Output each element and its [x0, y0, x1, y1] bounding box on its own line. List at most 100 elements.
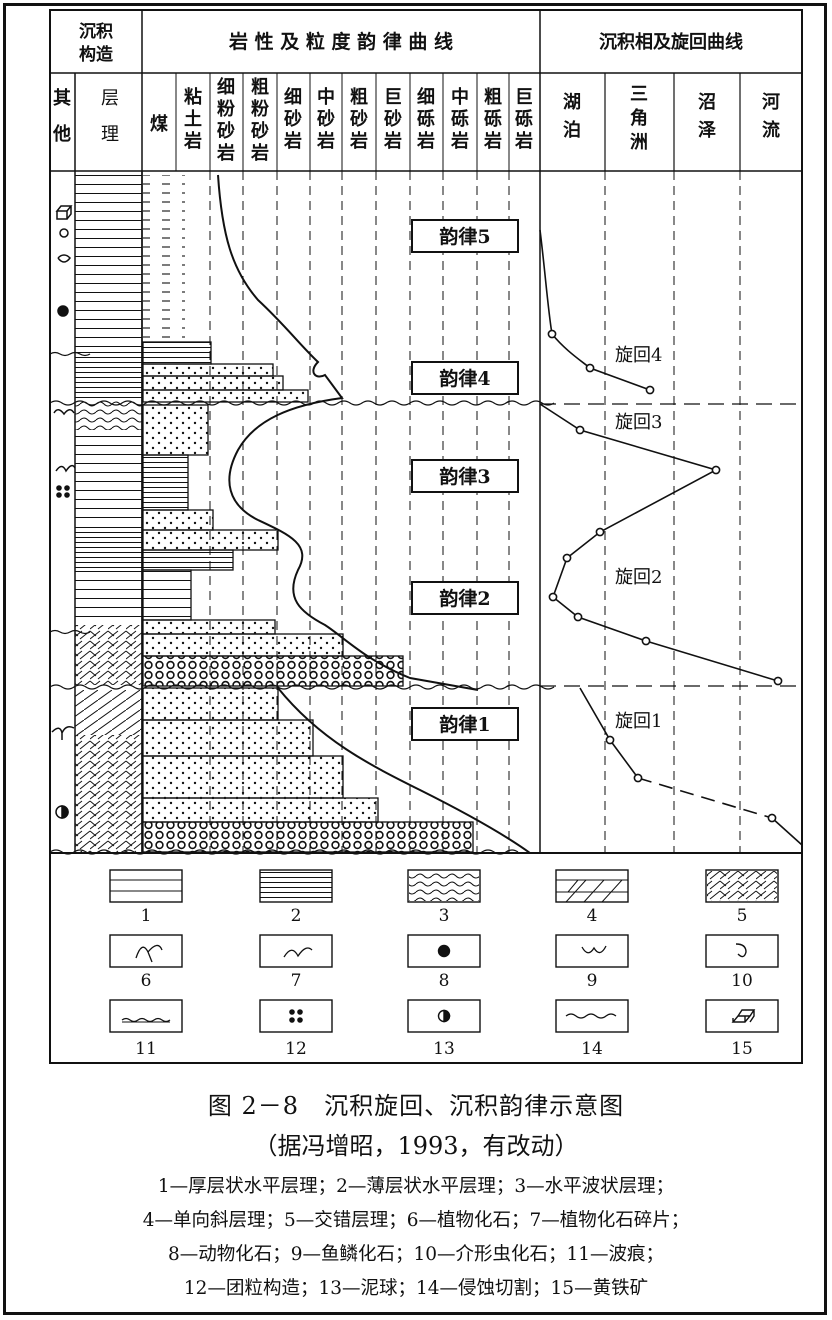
legend-description-4: 12—团粒构造；13—泥球；14—侵蚀切割；15—黄铁矿 — [183, 1278, 649, 1299]
legend-number-13: 13 — [433, 1039, 455, 1059]
plant-fossil-icon — [51, 726, 75, 740]
bedding-label-1: 层 — [101, 88, 119, 109]
legend-number-2: 2 — [291, 906, 302, 926]
lithology-title: 岩 性 及 粒 度 韵 律 曲 线 — [228, 30, 453, 53]
rock-header-2-char-3: 岩 — [183, 130, 202, 152]
facies-header-2-char-3: 洲 — [630, 132, 648, 153]
rock-header-10-char-3: 岩 — [450, 130, 469, 152]
facies-header-3-char-1: 沼 — [698, 91, 716, 113]
rock-header-10-char-1: 中 — [451, 86, 469, 108]
facies-header-2-char-2: 角 — [630, 107, 648, 129]
rock-header-10-char-2: 砾 — [451, 109, 469, 130]
legend-description-3: 8—动物化石；9—鱼鳞化石；10—介形虫化石；11—波痕； — [167, 1244, 665, 1265]
legend-number-5: 5 — [737, 906, 748, 926]
legend-number-8: 8 — [439, 971, 450, 991]
legend-swatch-11 — [109, 999, 183, 1033]
rock-header-9-char-3: 岩 — [416, 130, 435, 152]
rock-header-7-char-1: 粗 — [350, 86, 368, 108]
legend-number-7: 7 — [291, 971, 302, 991]
figure-title: 图 2－8 沉积旋回、沉积韵律示意图 — [207, 1092, 625, 1120]
rock-header-11-char-1: 粗 — [484, 86, 502, 108]
rhythm-2: 韵律2 — [411, 581, 519, 615]
structure-title-line2: 构造 — [79, 44, 114, 65]
cycle-curve — [539, 229, 803, 846]
legend-number-9: 9 — [587, 971, 598, 991]
legend-swatch-6 — [109, 934, 183, 968]
animal-fossil-icon — [57, 305, 69, 317]
rock-header-7-char-3: 岩 — [349, 130, 368, 152]
ostracod-icon — [59, 228, 69, 238]
cycle-boundaries — [540, 403, 802, 687]
rhythm-labels: 韵律5 韵律4 韵律3 韵律2 韵律1 — [411, 219, 519, 741]
rock-header-6-char-1: 中 — [317, 86, 335, 108]
rock-header-3-char-1: 细 — [217, 76, 235, 98]
legend-swatch-1 — [109, 869, 183, 903]
cycle-points — [547, 329, 783, 823]
facies-header-4-char-1: 河 — [762, 92, 780, 113]
bedding-label-2: 理 — [101, 124, 119, 145]
legend-swatch-9 — [555, 934, 629, 968]
svg-text:韵律1: 韵律1 — [439, 713, 490, 736]
legend-number-4: 4 — [587, 906, 598, 926]
rock-header-6-char-2: 砂 — [317, 108, 335, 130]
legend-description-2: 4—单向斜层理；5—交错层理；6—植物化石；7—植物化石碎片； — [142, 1210, 690, 1231]
rhythm-5: 韵律5 — [411, 219, 519, 253]
rock-header-5-char-1: 细 — [284, 86, 302, 108]
rock-header-11-char-3: 岩 — [483, 130, 502, 152]
facies-header-4-char-2: 流 — [762, 119, 780, 141]
legend-description-1: 1—厚层状水平层理；2—薄层状水平层理；3—水平波状层理； — [157, 1176, 675, 1197]
legend-number-1: 1 — [141, 906, 152, 926]
figure-source: （据冯增昭，1993，有改动） — [253, 1132, 579, 1160]
legend-number-10: 10 — [731, 971, 753, 991]
legend-number-14: 14 — [581, 1039, 603, 1059]
facies-header-2-char-1: 三 — [630, 84, 648, 105]
facies-title: 沉积相及旋回曲线 — [599, 31, 743, 53]
rock-header-12-char-3: 岩 — [514, 130, 533, 152]
mud-ball-icon — [55, 805, 69, 819]
legend-swatch-5 — [705, 869, 779, 903]
rock-header-3-char-4: 岩 — [216, 142, 235, 164]
legend-swatch-14 — [555, 999, 629, 1033]
rock-header-5-char-2: 砂 — [284, 108, 302, 130]
grain-size-curve — [217, 174, 531, 854]
rhythm-3: 韵律3 — [411, 459, 519, 493]
facies-header-3-char-2: 泽 — [698, 120, 716, 141]
ostracod-icon-2 — [57, 254, 71, 263]
svg-text:韵律3: 韵律3 — [439, 465, 490, 488]
rock-header-2-char-2: 土 — [184, 109, 202, 130]
legend-swatch-13 — [407, 999, 481, 1033]
legend-swatch-7 — [259, 934, 333, 968]
pellet-icon — [56, 485, 70, 498]
legend-swatch-10 — [705, 934, 779, 968]
column-guide-lines — [209, 171, 741, 853]
svg-text:韵律5: 韵律5 — [439, 225, 490, 248]
rock-header-3-char-3: 砂 — [217, 120, 235, 142]
rock-header-8-char-2: 砂 — [384, 108, 402, 130]
rock-header-2-char-1: 粘 — [184, 86, 202, 108]
rock-header-1-char-1: 煤 — [150, 113, 168, 135]
cycle-2-label: 旋回2 — [615, 567, 662, 588]
legend-number-12: 12 — [285, 1039, 307, 1059]
rock-header-8-char-1: 巨 — [384, 87, 402, 108]
rock-header-12-char-2: 砾 — [515, 109, 533, 130]
svg-text:韵律2: 韵律2 — [439, 587, 490, 610]
pyrite-icon — [55, 205, 73, 220]
rock-header-4-char-1: 粗 — [251, 76, 269, 98]
cycle-1-label: 旋回1 — [615, 711, 662, 732]
rock-header-9-char-2: 砾 — [417, 109, 435, 130]
rock-header-3-char-2: 粉 — [217, 98, 235, 120]
facies-header-1-char-2: 泊 — [563, 120, 581, 141]
structure-title-line1: 沉积 — [79, 21, 113, 42]
other-label-1: 其 — [53, 88, 71, 109]
rock-header-8-char-3: 岩 — [383, 130, 402, 152]
rhythm-1: 韵律1 — [411, 707, 519, 741]
rock-header-9-char-1: 细 — [417, 86, 435, 108]
rock-header-4-char-2: 粉 — [251, 98, 269, 120]
legend-swatch-3 — [407, 869, 481, 903]
rock-header-12-char-1: 巨 — [515, 87, 533, 108]
